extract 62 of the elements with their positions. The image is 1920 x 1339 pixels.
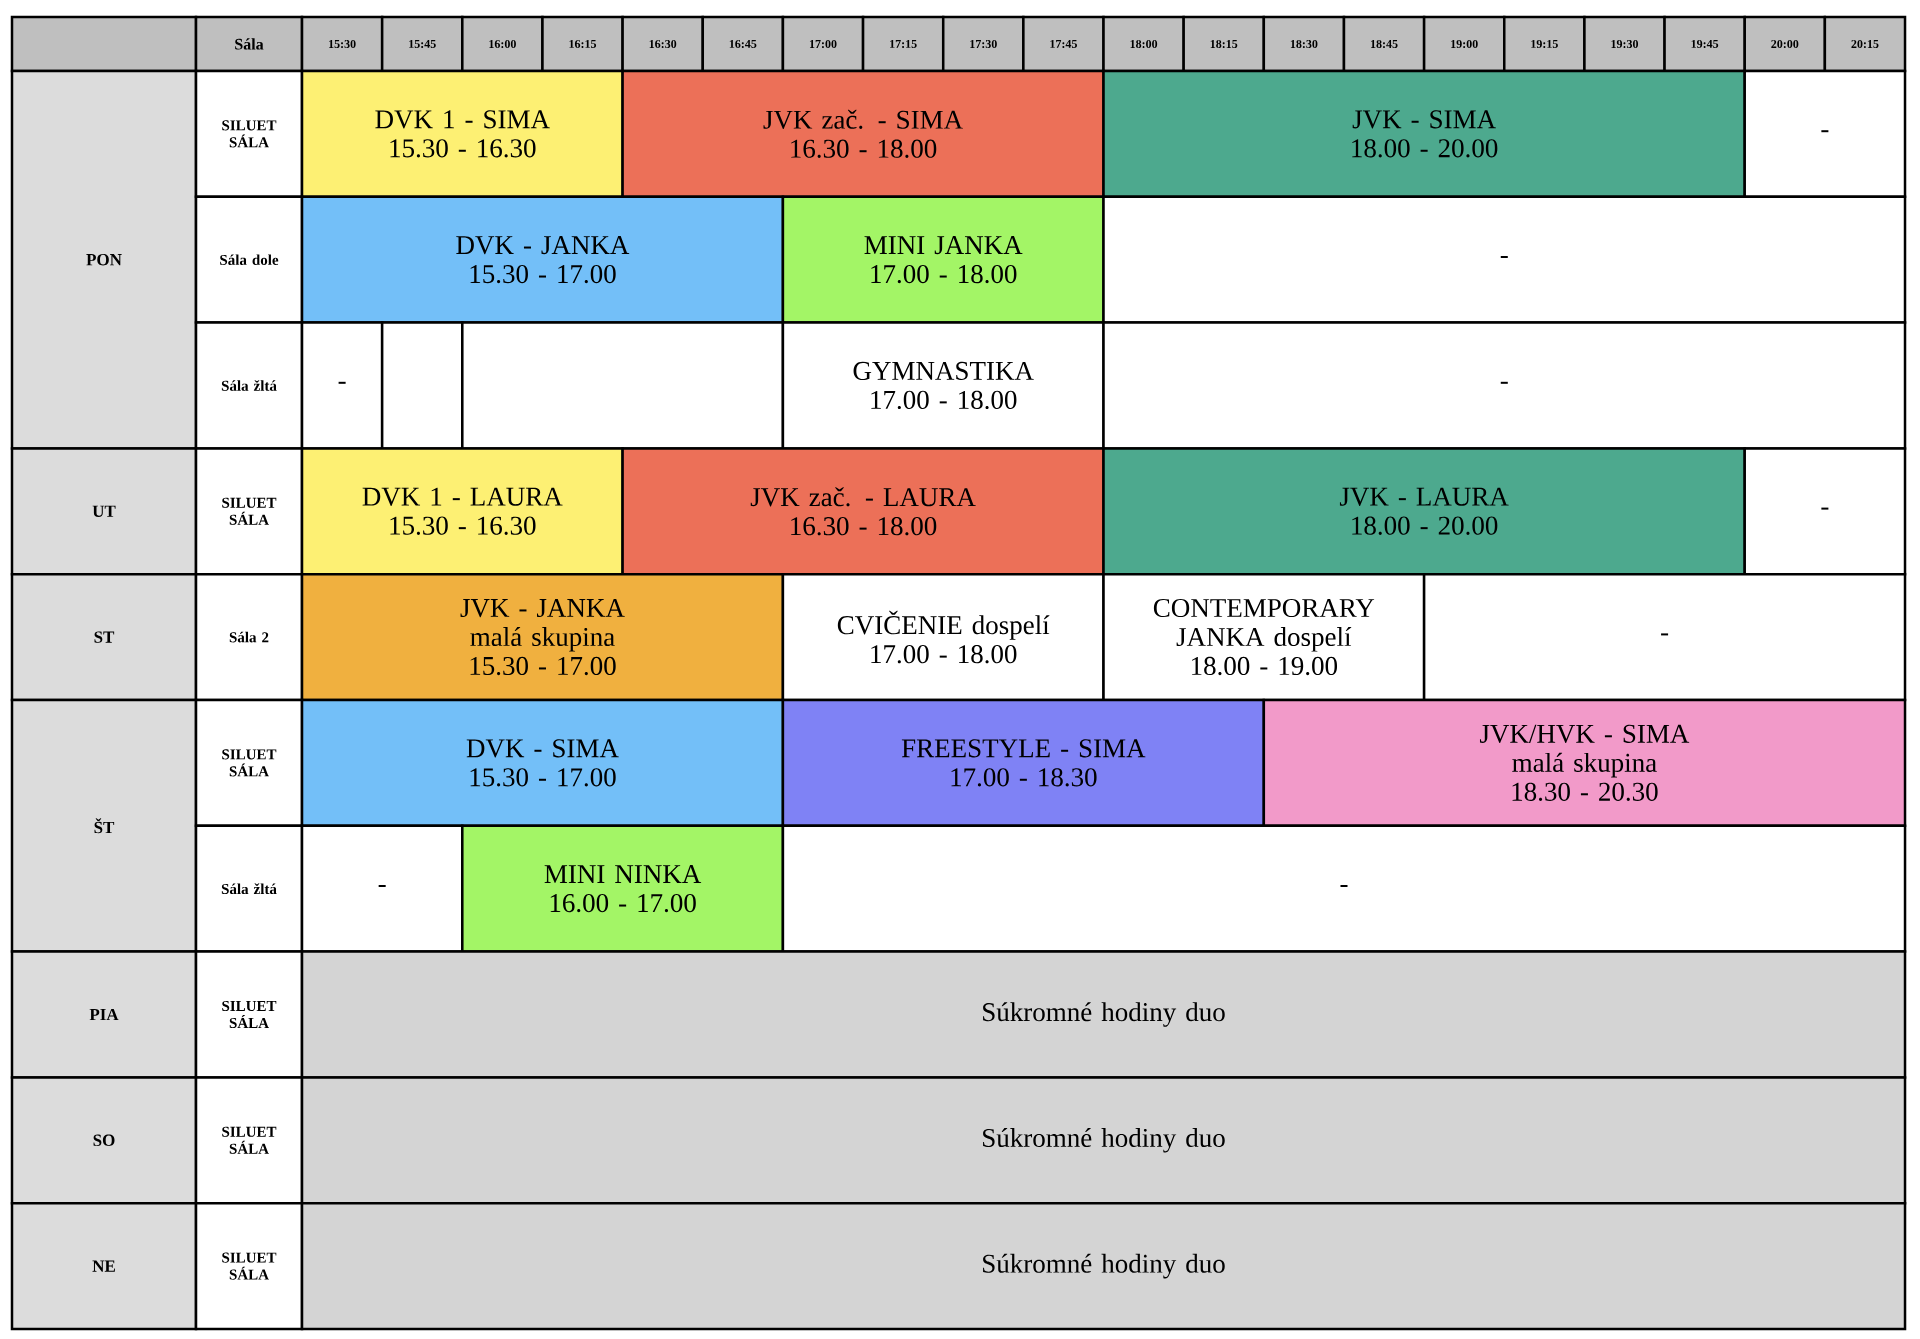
time-header-cell: 16:15 xyxy=(541,15,624,73)
class-block: - xyxy=(1743,69,1907,199)
class-block: JVK zač. - SIMA 16.30 - 18.00 xyxy=(621,69,1105,199)
day-cell: SO xyxy=(10,1076,198,1205)
time-header-cell: 16:30 xyxy=(621,15,704,73)
class-block: DVK 1 - SIMA 15.30 - 16.30 xyxy=(300,69,624,199)
time-header-cell: 19:30 xyxy=(1583,15,1666,73)
time-header-cell: 19:00 xyxy=(1422,15,1506,73)
class-block: JVK - LAURA 18.00 - 20.00 xyxy=(1102,447,1746,576)
day-cell: ŠT xyxy=(10,698,198,953)
room-cell: Sála žltá xyxy=(194,824,304,953)
room-cell: Sála žltá xyxy=(194,321,304,450)
time-header-cell: 19:15 xyxy=(1503,15,1586,73)
class-block: JVK zač. - LAURA 16.30 - 18.00 xyxy=(621,447,1105,576)
time-header-cell: 18:00 xyxy=(1102,15,1185,73)
time-header-cell: 20:15 xyxy=(1823,15,1907,73)
room-cell: Sála dole xyxy=(194,195,304,324)
private-lesson-block: Súkromné hodiny duo xyxy=(300,950,1907,1079)
time-header-cell: 17:45 xyxy=(1022,15,1105,73)
room-cell: SILUET SÁLA xyxy=(194,698,304,828)
time-header-cell: 15:30 xyxy=(300,15,384,73)
class-block: GYMNASTIKA 17.00 - 18.00 xyxy=(781,321,1105,450)
time-header-cell: 17:30 xyxy=(941,15,1025,73)
time-header-cell: 17:00 xyxy=(781,15,865,73)
day-cell: ST xyxy=(10,572,198,702)
room-cell: SILUET SÁLA xyxy=(194,950,304,1079)
time-header-cell: 18:30 xyxy=(1262,15,1346,73)
day-cell: NE xyxy=(10,1201,198,1331)
room-cell: SILUET SÁLA xyxy=(194,447,304,576)
class-block: MINI JANKA 17.00 - 18.00 xyxy=(781,195,1105,324)
time-header-cell: 19:45 xyxy=(1663,15,1746,73)
time-header-cell: 16:00 xyxy=(461,15,544,73)
class-block: - xyxy=(300,321,384,450)
time-header-cell: 15:45 xyxy=(380,15,464,73)
time-header-cell: 18:15 xyxy=(1182,15,1266,73)
day-cell: UT xyxy=(10,447,198,576)
class-block: CVIČENIE dospelí 17.00 - 18.00 xyxy=(781,572,1105,702)
class-block: - xyxy=(1743,447,1907,576)
class-block: - xyxy=(300,824,464,953)
class-block: CONTEMPORARY JANKA dospelí 18.00 - 19.00 xyxy=(1102,572,1426,702)
class-block: JVK - JANKA malá skupina 15.30 - 17.00 xyxy=(300,572,785,702)
class-block: - xyxy=(781,824,1907,953)
private-lesson-block: Súkromné hodiny duo xyxy=(300,1201,1907,1331)
private-lesson-block: Súkromné hodiny duo xyxy=(300,1076,1907,1205)
room-cell: SILUET SÁLA xyxy=(194,1201,304,1331)
day-cell: PIA xyxy=(10,950,198,1079)
class-block: JVK/HVK - SIMA malá skupina 18.30 - 20.30 xyxy=(1262,698,1907,828)
time-header-cell: 18:45 xyxy=(1342,15,1426,73)
time-header-cell: 20:00 xyxy=(1743,15,1827,73)
class-block: DVK - SIMA 15.30 - 17.00 xyxy=(300,698,785,828)
class-block: DVK - JANKA 15.30 - 17.00 xyxy=(300,195,785,324)
time-header-cell: 16:45 xyxy=(701,15,785,73)
room-cell: SILUET SÁLA xyxy=(194,69,304,199)
class-block: FREESTYLE - SIMA 17.00 - 18.30 xyxy=(781,698,1266,828)
time-header-cell: 17:15 xyxy=(861,15,945,73)
class-block: DVK 1 - LAURA 15.30 - 16.30 xyxy=(300,447,624,576)
header-cell: Sála xyxy=(194,15,304,73)
class-block: MINI NINKA 16.00 - 17.00 xyxy=(461,824,785,953)
room-cell: Sála 2 xyxy=(194,572,304,702)
empty-cell xyxy=(380,321,464,450)
class-block: JVK - SIMA 18.00 - 20.00 xyxy=(1102,69,1746,199)
room-cell: SILUET SÁLA xyxy=(194,1076,304,1205)
